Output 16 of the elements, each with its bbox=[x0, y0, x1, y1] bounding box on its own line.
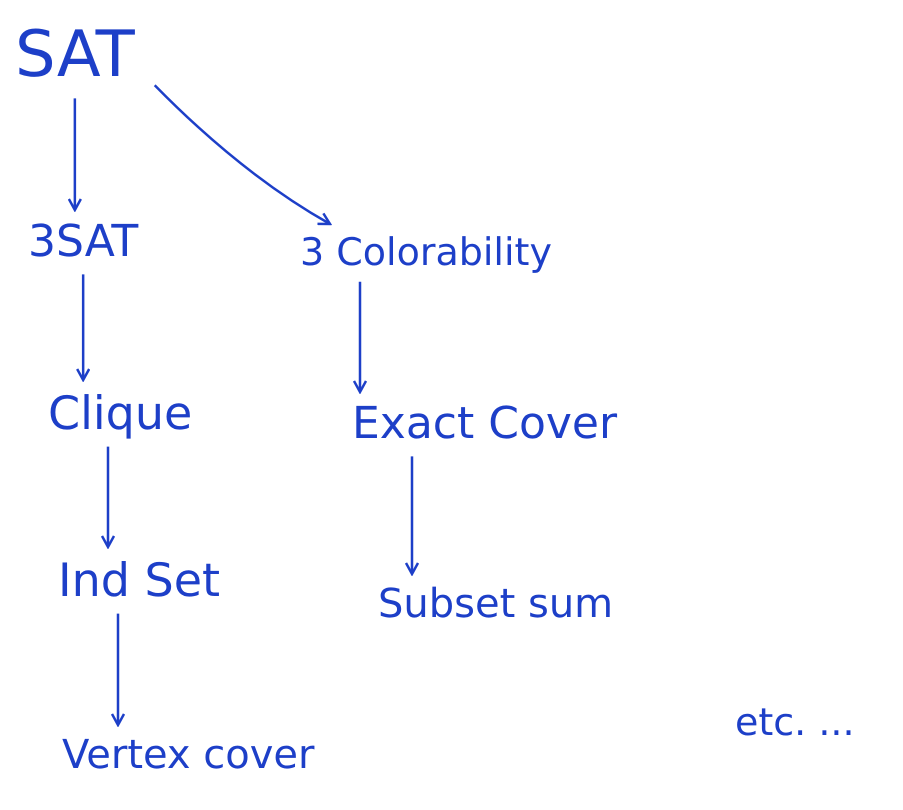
node-label: Subset sum bbox=[378, 582, 614, 626]
note-text: etc. ... bbox=[735, 700, 855, 744]
node-label: Vertex cover bbox=[62, 733, 314, 777]
node-label: 3 Colorability bbox=[300, 232, 552, 274]
arrow bbox=[100, 446, 116, 548]
arrow bbox=[68, 98, 82, 212]
arrow bbox=[76, 274, 90, 382]
node-label: Clique bbox=[48, 388, 192, 439]
node-label: 3SAT bbox=[28, 218, 138, 266]
arrow bbox=[154, 84, 332, 226]
arrow bbox=[404, 456, 420, 576]
node-label: SAT bbox=[15, 20, 135, 90]
arrow bbox=[352, 282, 368, 394]
node-label: Exact Cover bbox=[352, 400, 618, 448]
arrow bbox=[110, 614, 126, 726]
node-label: Ind Set bbox=[58, 555, 220, 606]
